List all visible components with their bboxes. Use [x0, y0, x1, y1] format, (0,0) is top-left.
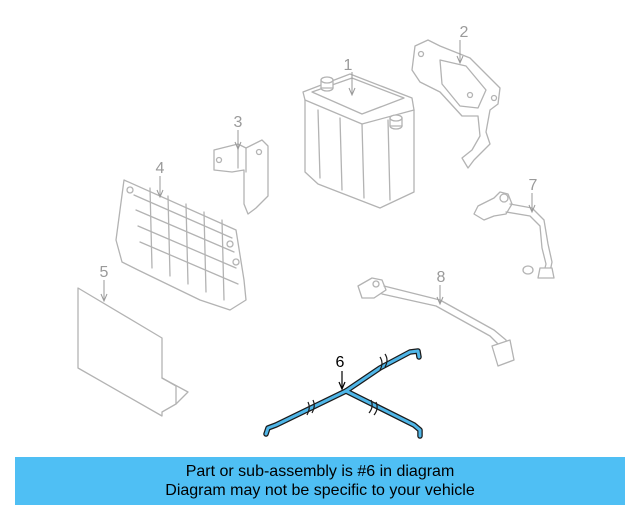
svg-text:4: 4	[156, 160, 165, 177]
banner-line-2: Diagram may not be specific to your vehi…	[165, 482, 475, 499]
callout-8: 8	[436, 269, 446, 306]
callout-7: 7	[528, 177, 538, 214]
banner-line-1: Part or sub-assembly is #6 in diagram	[185, 463, 455, 480]
parts-diagram: 1 2 3 4	[77, 24, 555, 439]
callout-1: 1	[344, 57, 356, 97]
callout-6: 6	[336, 354, 346, 391]
svg-text:7: 7	[529, 177, 538, 194]
part-2-bracket[interactable]	[411, 39, 501, 169]
svg-text:1: 1	[344, 57, 353, 74]
svg-text:6: 6	[336, 354, 345, 371]
callout-3: 3	[234, 114, 243, 151]
part-6-harness[interactable]	[263, 348, 423, 439]
part-5-insulator[interactable]	[77, 287, 189, 417]
svg-text:2: 2	[460, 24, 469, 41]
svg-text:8: 8	[437, 269, 446, 286]
part-1-battery[interactable]	[302, 73, 415, 209]
callout-4: 4	[156, 160, 165, 199]
part-4-tray[interactable]	[115, 179, 247, 311]
svg-text:5: 5	[100, 264, 109, 281]
info-banner: Part or sub-assembly is #6 in diagram Di…	[15, 457, 625, 505]
callout-2: 2	[456, 24, 469, 65]
part-3-bracket[interactable]	[213, 139, 269, 215]
svg-text:3: 3	[234, 114, 243, 131]
part-8-cable[interactable]	[357, 277, 515, 367]
part-7-cable[interactable]	[473, 191, 555, 279]
callout-5: 5	[100, 264, 109, 303]
